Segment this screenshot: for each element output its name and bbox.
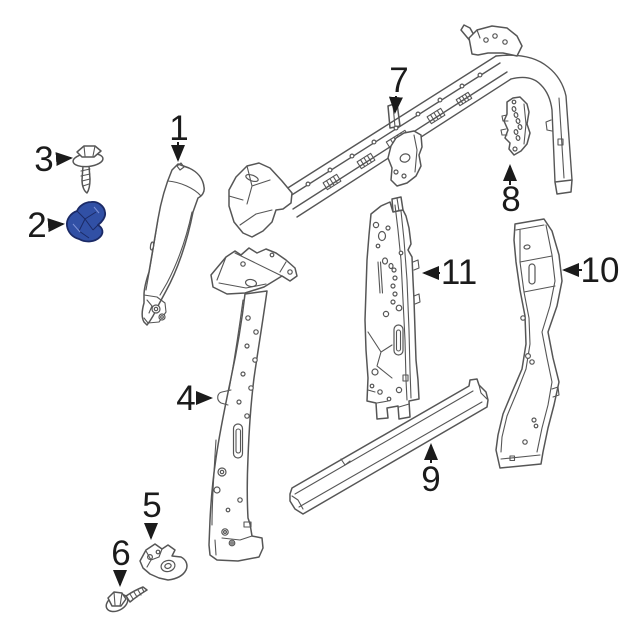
part-10-pillar-reinforcement-drawing <box>495 218 563 469</box>
part-2-clip-drawing-highlighted <box>65 200 107 243</box>
callout-10-label: 10 <box>581 251 620 290</box>
callout-10[interactable]: 10 <box>562 251 620 290</box>
callout-3-label: 3 <box>34 140 53 179</box>
callout-4[interactable]: 4 <box>176 379 213 418</box>
callout-8-label: 8 <box>501 180 520 219</box>
part-5-bracket-drawing <box>139 543 188 581</box>
callout-6-label: 6 <box>111 534 130 573</box>
callout-2-arrow <box>47 218 65 233</box>
callout-2-label: 2 <box>27 206 46 245</box>
callout-1[interactable]: 1 <box>169 109 189 162</box>
part-8-bracket-drawing <box>500 96 531 156</box>
callout-3-arrow <box>55 152 73 167</box>
callout-7[interactable]: 7 <box>388 61 409 114</box>
callout-11[interactable]: 11 <box>422 253 477 292</box>
part-6-screw-drawing <box>105 586 148 613</box>
callout-1-label: 1 <box>169 109 188 148</box>
callout-11-label: 11 <box>441 253 477 292</box>
part-9-rocker-rail-drawing <box>289 378 489 515</box>
part-1-pillar-panel-drawing <box>141 162 205 326</box>
callout-7-label: 7 <box>389 61 408 100</box>
part-7-roof-side-rail-drawing <box>228 24 573 238</box>
callout-2[interactable]: 2 <box>27 206 65 245</box>
callout-9-label: 9 <box>421 460 440 499</box>
callout-7-arrow <box>388 95 403 114</box>
part-4-hinge-pillar-drawing <box>208 247 298 562</box>
callout-4-label: 4 <box>176 379 195 418</box>
part-3-screw-drawing <box>72 145 104 194</box>
callout-5[interactable]: 5 <box>142 486 162 540</box>
callout-3[interactable]: 3 <box>34 140 73 179</box>
callout-9[interactable]: 9 <box>421 443 441 499</box>
callout-6[interactable]: 6 <box>111 534 131 587</box>
part-11-center-pillar-drawing <box>364 196 421 420</box>
callout-8[interactable]: 8 <box>501 164 521 219</box>
callout-5-label: 5 <box>142 486 161 525</box>
